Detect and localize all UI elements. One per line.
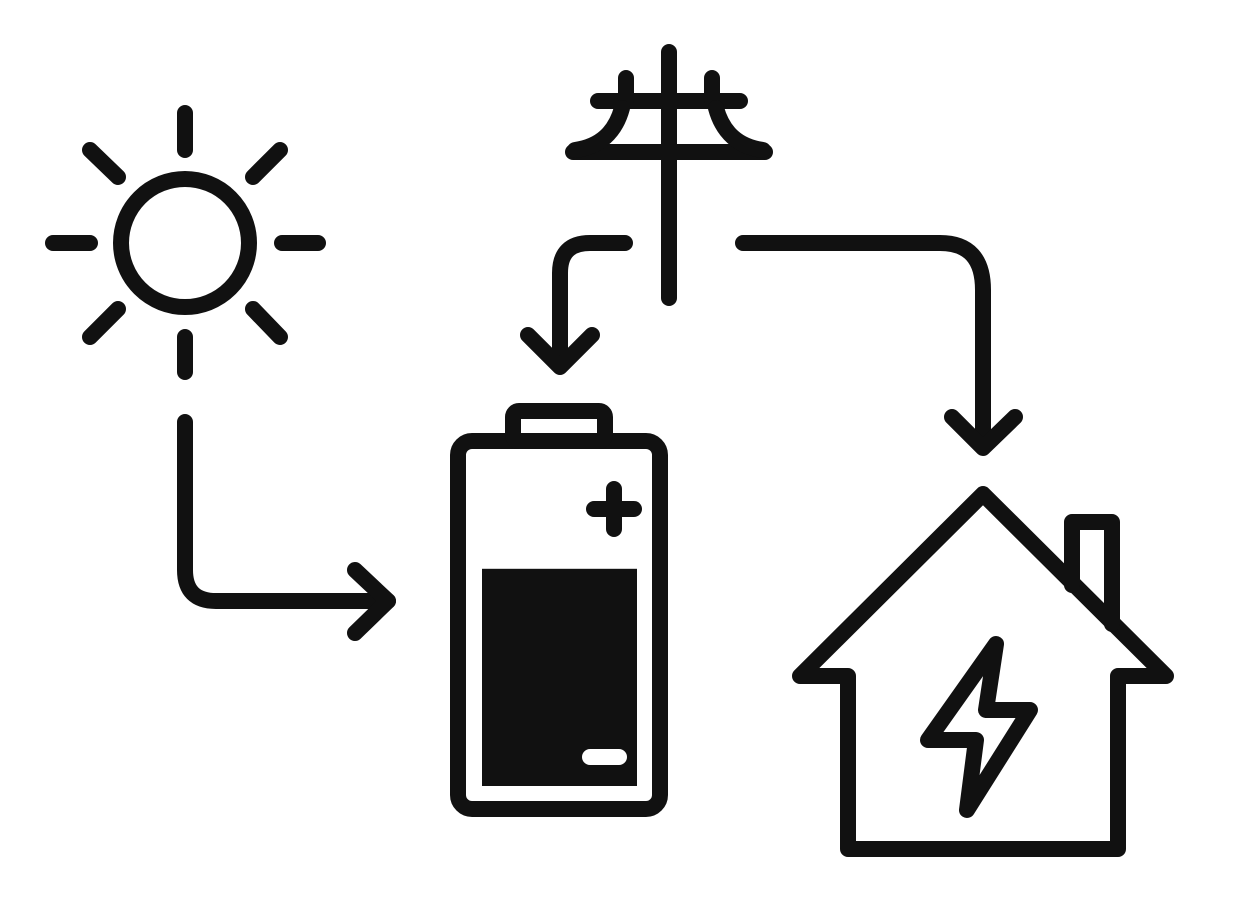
house-icon <box>792 486 1174 857</box>
sun-to-battery-arrow <box>177 414 396 641</box>
lightning-bolt-icon <box>920 636 1038 818</box>
utility-pole-icon <box>565 44 773 306</box>
sun-icon <box>45 105 326 380</box>
plus-icon <box>586 481 642 537</box>
battery-icon <box>450 403 668 817</box>
grid-to-battery-arrow <box>520 235 633 375</box>
grid-to-home-arrow <box>735 235 1023 456</box>
